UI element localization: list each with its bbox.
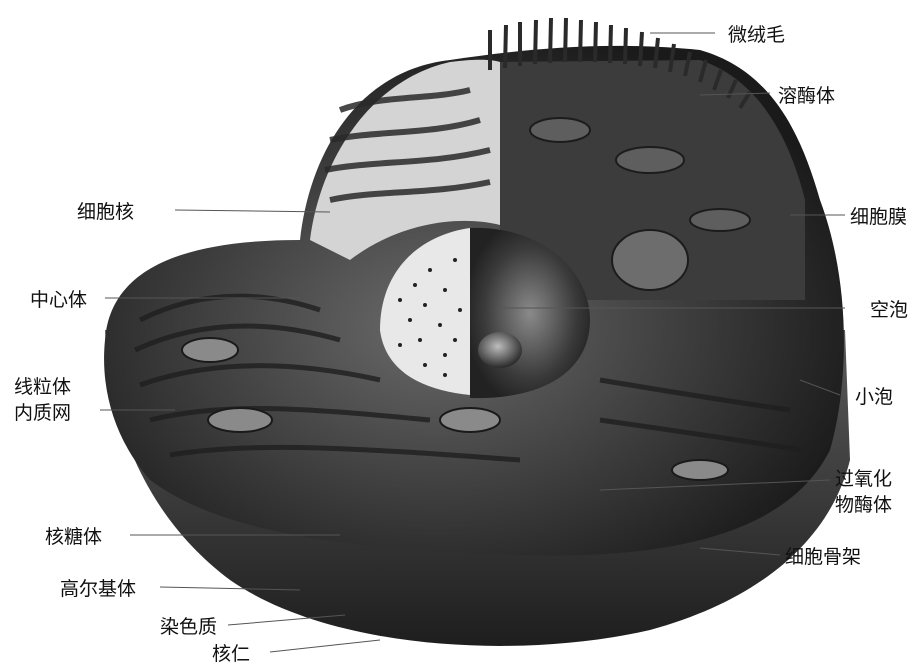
label-vesicle: 小泡 <box>855 386 893 408</box>
label-chromatin: 染色质 <box>160 616 217 638</box>
label-peroxisome-line1: 过氧化 <box>835 468 892 490</box>
label-vacuole: 空泡 <box>870 299 908 321</box>
label-ribosome: 核糖体 <box>45 526 102 548</box>
nucleolus-shape <box>478 332 522 368</box>
label-nucleus: 细胞核 <box>77 201 134 223</box>
label-microvilli: 微绒毛 <box>728 24 785 46</box>
label-peroxisome-line2: 物酶体 <box>835 494 892 516</box>
label-golgi: 高尔基体 <box>60 578 136 600</box>
label-nucleolus: 核仁 <box>212 643 250 665</box>
label-centrosome: 中心体 <box>30 289 87 311</box>
label-lysosome: 溶酶体 <box>778 85 835 107</box>
label-cytoskeleton: 细胞骨架 <box>785 546 861 568</box>
label-cell-membrane: 细胞膜 <box>850 206 907 228</box>
label-er: 内质网 <box>14 402 71 424</box>
label-mitochondria: 线粒体 <box>14 376 71 398</box>
